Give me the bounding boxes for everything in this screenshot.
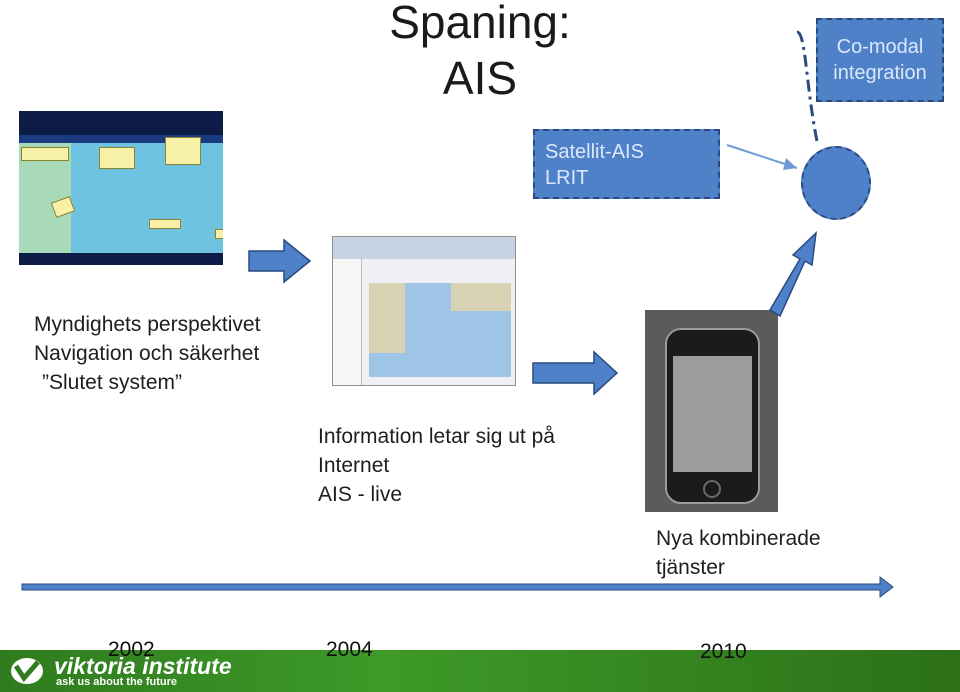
dashed-connector xyxy=(796,30,820,147)
stage1-line-2: Navigation och säkerhet xyxy=(34,342,260,365)
stage1-line-3: ”Slutet system” xyxy=(42,371,183,394)
stage3-line-2: tjänster xyxy=(656,556,725,579)
viktoria-logo-icon xyxy=(11,658,43,684)
comodal-line-2: integration xyxy=(833,62,927,84)
stage2-line-2: Internet xyxy=(318,454,390,477)
year-2010: 2010 xyxy=(700,640,747,663)
slide-title: Spaning: AIS xyxy=(360,0,600,106)
circle-node xyxy=(801,146,871,220)
smartphone-photo xyxy=(645,310,778,512)
stage2-line-3: AIS - live xyxy=(318,483,403,506)
satellite-arrow-head xyxy=(783,158,797,170)
year-2002: 2002 xyxy=(108,638,155,661)
arrow-right-2 xyxy=(532,350,619,396)
browser-map-screenshot xyxy=(332,236,516,386)
stage2-text: Information letar sig ut på Internet AIS… xyxy=(318,422,555,509)
stage1-text: Myndighets perspektivet Navigation och s… xyxy=(34,310,260,397)
logo-name: viktoria institute xyxy=(54,653,232,679)
footer-bar xyxy=(0,650,960,692)
stage2-line-1: Information letar sig ut på xyxy=(318,425,555,448)
stage3-text: Nya kombinerade tjänster xyxy=(656,524,821,582)
arrow-diagonal xyxy=(768,231,818,318)
stage3-line-1: Nya kombinerade xyxy=(656,527,821,550)
comodal-line-1: Co-modal xyxy=(836,36,924,58)
title-line-1: Spaning: xyxy=(389,0,571,48)
satellite-line-2: LRIT xyxy=(545,167,589,189)
year-2004: 2004 xyxy=(326,638,373,661)
timeline-arrow xyxy=(21,575,894,599)
satellite-line-1: Satellit-AIS xyxy=(545,141,644,163)
stage1-line-1: Myndighets perspektivet xyxy=(34,313,261,336)
comodal-box: Co-modal integration xyxy=(816,18,944,102)
title-line-2: AIS xyxy=(442,52,518,104)
satellite-box: Satellit-AIS LRIT xyxy=(533,129,720,199)
logo-slogan: ask us about the future xyxy=(56,676,178,688)
chartplotter-screenshot xyxy=(19,111,223,265)
arrow-right-1 xyxy=(248,238,312,284)
